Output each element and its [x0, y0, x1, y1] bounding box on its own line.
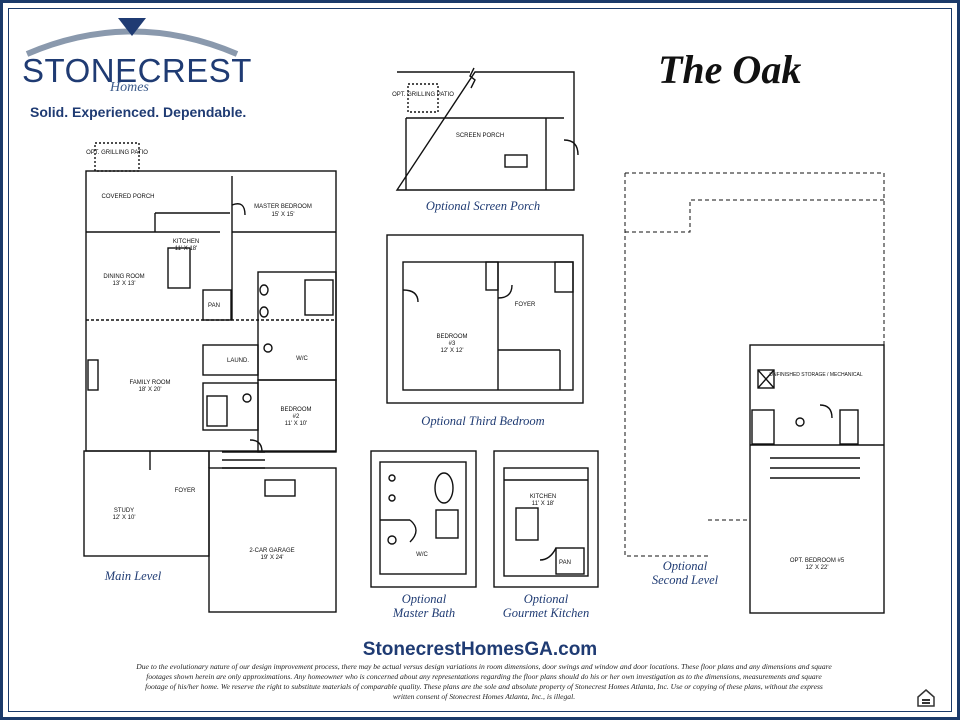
equal-housing-icon — [917, 689, 935, 707]
label-foyer-alt: FOYER — [515, 302, 536, 308]
label-storage: UNFINISHED STORAGE / MECHANICAL — [769, 372, 862, 378]
plan-title: The Oak — [658, 47, 802, 92]
label-bedroom-2-num: #2 — [293, 414, 300, 420]
label-pan: PAN — [208, 303, 220, 309]
label-bedroom-2-dim: 11' X 10' — [285, 421, 308, 427]
label-bedroom-3-dim: 12' X 12' — [441, 348, 464, 354]
label-garage: 2-CAR GARAGE — [249, 548, 294, 554]
label-master-bedroom-dim: 15' X 15' — [272, 212, 295, 218]
second-level-finished — [749, 344, 885, 614]
master-bath-plan — [370, 450, 477, 588]
caption-screen-porch: Optional Screen Porch — [425, 199, 541, 213]
label-gourmet-kitchen-dim: 11' X 18' — [532, 501, 555, 507]
label-gourmet-pan: PAN — [559, 560, 571, 566]
label-bedroom-3: BEDROOM — [436, 334, 467, 340]
label-kitchen: KITCHEN — [173, 239, 199, 245]
label-family-room-dim: 18' X 20' — [139, 387, 162, 393]
label-laundry: LAUND. — [227, 358, 249, 364]
page-inner-border — [8, 8, 952, 712]
label-master-bedroom: MASTER BEDROOM — [254, 204, 312, 210]
label-wic: W/C — [296, 356, 308, 362]
disclaimer-text: Due to the evolutionary nature of our de… — [136, 662, 832, 701]
caption-gourmet-kitchen: Optional Gourmet Kitchen — [502, 592, 590, 620]
label-bedroom-3-num: #3 — [449, 341, 456, 347]
website-link[interactable]: StonecrestHomesGA.com — [362, 639, 598, 660]
label-bath-wic: W/C — [416, 552, 428, 558]
caption-second-level: Optional Second Level — [651, 559, 719, 587]
brand-name: STONECREST — [22, 52, 252, 89]
caption-third-bedroom: Optional Third Bedroom — [421, 414, 545, 428]
label-screen-porch: SCREEN PORCH — [456, 133, 504, 139]
screen-porch-plan — [395, 67, 579, 191]
caption-main-level: Main Level — [104, 569, 162, 583]
label-screen-grilling-patio: OPT. GRILLING PATIO — [392, 92, 454, 98]
main-level-plan — [83, 142, 337, 613]
third-bedroom-plan — [386, 234, 584, 404]
brand-tagline: Solid. Experienced. Dependable. — [30, 104, 247, 120]
label-bedroom-2: BEDROOM — [280, 407, 311, 413]
label-gourmet-kitchen: KITCHEN — [530, 494, 556, 500]
label-bedroom-5-dim: 12' X 22' — [806, 565, 829, 571]
label-study-dim: 12' X 10' — [113, 515, 136, 521]
logo-arc-icon — [25, 18, 239, 57]
label-foyer: FOYER — [175, 488, 196, 494]
gourmet-kitchen-plan — [493, 450, 599, 588]
label-covered-porch: COVERED PORCH — [101, 194, 154, 200]
label-grilling-patio: OPT. GRILLING PATIO — [86, 150, 148, 156]
label-family-room: FAMILY ROOM — [129, 380, 170, 386]
brand-sub: Homes — [110, 80, 149, 95]
label-garage-dim: 19' X 24' — [261, 555, 284, 561]
label-study: STUDY — [114, 508, 134, 514]
label-kitchen-dim: 11' X 18' — [175, 246, 198, 252]
label-dining-room-dim: 13' X 13' — [113, 281, 136, 287]
caption-master-bath: Optional Master Bath — [392, 592, 456, 620]
label-bedroom-5: OPT. BEDROOM #5 — [790, 558, 845, 564]
second-level-plan — [624, 172, 885, 557]
label-dining-room: DINING ROOM — [103, 274, 144, 280]
